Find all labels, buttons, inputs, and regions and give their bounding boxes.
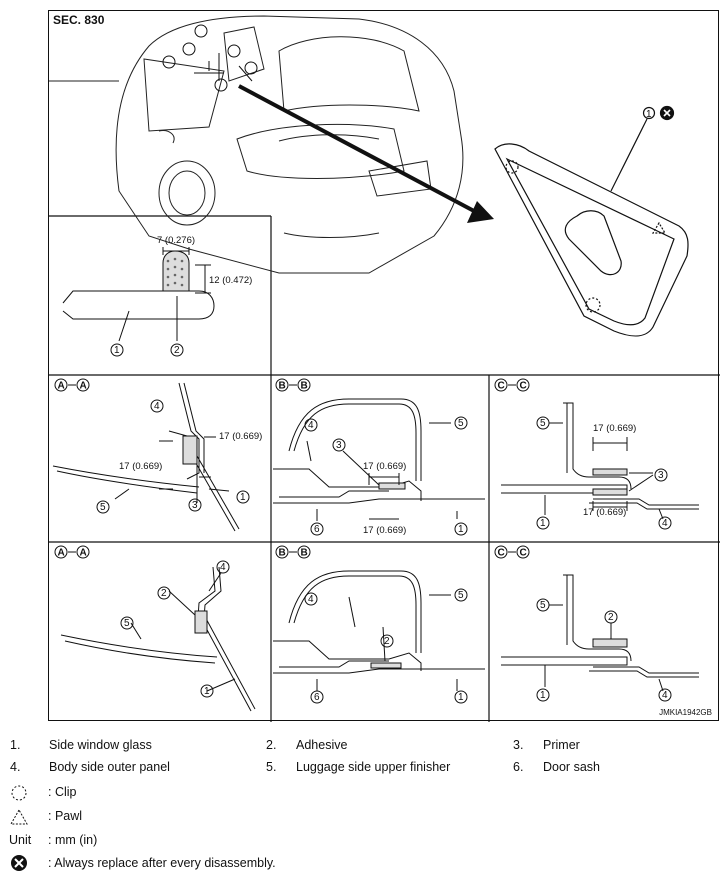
view-cc-left-2: C [498, 548, 505, 559]
pawl-icon [10, 808, 28, 825]
dim-bb: 17 (0.669) [363, 461, 406, 472]
view-bb-left: B [279, 381, 286, 392]
adhesive-section [62, 247, 215, 342]
legend-name-3: Primer [543, 738, 580, 752]
view-aa-left-2: A [58, 548, 65, 559]
legend-pawl-row: : Pawl [0, 807, 400, 825]
legend-replace-row: : Always replace after every disassembly… [0, 854, 500, 872]
legend-unit-text: : mm (in) [48, 833, 98, 847]
legend-num-6: 6. [513, 760, 524, 774]
legend-clip-text: : Clip [48, 785, 77, 799]
section-cc-top [501, 402, 699, 520]
dim-height: 12 (0.472) [209, 275, 252, 286]
diagram-figure: 1 7 (0.276) 12 (0.472) [48, 10, 720, 722]
aa-callout-5: 5 [100, 502, 106, 513]
aa-callout-1: 1 [240, 492, 246, 503]
aa-b-callout-5: 5 [124, 618, 130, 629]
legend-name-6: Door sash [543, 760, 600, 774]
legend-clip-row: : Clip [0, 783, 400, 801]
cc-callout-4: 4 [662, 518, 668, 529]
callout-1: 1 [646, 109, 652, 120]
cc-b-callout-1: 1 [540, 690, 546, 701]
legend-name-4: Body side outer panel [49, 760, 170, 774]
bb-b-callout-4: 4 [308, 594, 314, 605]
aa-callout-4: 4 [154, 401, 160, 412]
vehicle-illustration [49, 15, 464, 274]
bb-callout-4: 4 [308, 420, 314, 431]
section-label: SEC. 830 [53, 13, 105, 27]
legend-num-2: 2. [266, 738, 277, 752]
bb-b-callout-6: 6 [314, 692, 320, 703]
cc-b-callout-4: 4 [662, 690, 668, 701]
view-bb-left-2: B [279, 548, 286, 559]
bb-callout-6: 6 [314, 524, 320, 535]
aa-bottom-callouts [120, 560, 230, 698]
section-bb-top [273, 398, 485, 521]
view-cc-right-2: C [520, 548, 527, 559]
panel-grid [49, 215, 720, 722]
clip-icon [11, 785, 27, 801]
detail-arrow [238, 84, 494, 223]
section-cc-bottom [501, 574, 699, 692]
legend-unit-row: Unit : mm (in) [0, 831, 400, 849]
legend-pawl-text: : Pawl [48, 809, 83, 823]
legend-name-2: Adhesive [296, 738, 348, 752]
view-cc-left: C [498, 381, 505, 392]
aa-b-callout-2: 2 [161, 588, 167, 599]
replace-icon [11, 855, 27, 871]
aa-top-callouts [96, 399, 250, 514]
view-aa-left: A [58, 381, 65, 392]
section-bb-bottom [273, 570, 485, 691]
window-glass-detail [494, 105, 689, 337]
callout-2: 2 [174, 345, 180, 356]
legend-num-4: 4. [10, 760, 21, 774]
replace-icon [663, 109, 671, 117]
view-bb-right: B [301, 381, 308, 392]
figure-code: JMKIA1942GB [659, 708, 712, 717]
cc-top-callouts [536, 416, 672, 530]
bb-callout-3: 3 [336, 440, 342, 451]
aa-b-callout-4: 4 [220, 562, 226, 573]
dim-cc-2: 17 (0.669) [583, 507, 626, 518]
view-aa-right: A [80, 381, 87, 392]
dim-bb-2: 17 (0.669) [363, 525, 406, 536]
aa-callout-3: 3 [192, 500, 198, 511]
legend-num-3: 3. [513, 738, 524, 752]
bb-callout-1: 1 [458, 524, 464, 535]
adhesive-callouts [110, 343, 184, 357]
bb-top-callouts [304, 416, 468, 536]
cc-callout-3: 3 [658, 470, 664, 481]
dim-aa-2: 17 (0.669) [119, 461, 162, 472]
legend-replace-text: : Always replace after every disassembly… [48, 856, 276, 870]
section-aa-bottom [60, 566, 256, 712]
callout-1: 1 [114, 345, 120, 356]
section-markers [162, 24, 258, 92]
cc-callout-5: 5 [540, 418, 546, 429]
cc-b-callout-5: 5 [540, 600, 546, 611]
cc-callout-1: 1 [540, 518, 546, 529]
cc-b-callout-2: 2 [608, 612, 614, 623]
section-aa-top [52, 382, 240, 532]
bb-b-callout-1: 1 [458, 692, 464, 703]
bb-b-callout-5: 5 [458, 590, 464, 601]
view-aa-right-2: A [80, 548, 87, 559]
bb-b-callout-2: 2 [384, 636, 390, 647]
view-cc-right: C [520, 381, 527, 392]
dim-width: 7 (0.276) [157, 235, 195, 246]
legend-num-5: 5. [266, 760, 277, 774]
view-header-circles [54, 378, 530, 559]
dim-aa: 17 (0.669) [219, 431, 262, 442]
legend-name-1: Side window glass [49, 738, 152, 752]
aa-b-callout-1: 1 [204, 686, 210, 697]
legend-num-1: 1. [10, 738, 21, 752]
legend-name-5: Luggage side upper finisher [296, 760, 451, 774]
dim-cc: 17 (0.669) [593, 423, 636, 434]
diagram-drawing: 1 7 (0.276) 12 (0.472) [49, 15, 720, 722]
legend-unit-label: Unit [9, 833, 32, 847]
view-bb-right-2: B [301, 548, 308, 559]
bb-callout-5: 5 [458, 418, 464, 429]
cc-bottom-callouts [536, 598, 672, 702]
bb-bottom-callouts [304, 588, 468, 704]
